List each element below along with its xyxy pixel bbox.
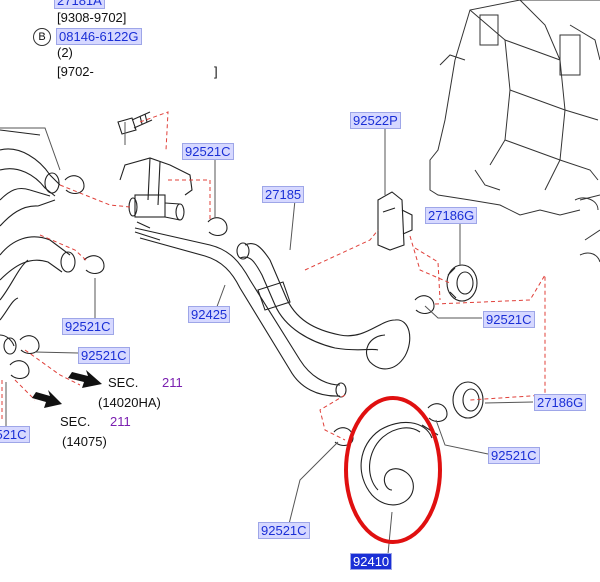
clamps [9,175,448,447]
part-label-92521C-left-edge[interactable]: 92521C [0,426,30,443]
sec-ref-2[interactable]: SEC. 211 [60,414,131,429]
bolt-part [117,111,153,135]
hose-92410-shape [360,421,439,506]
part-label-27185[interactable]: 27185 [262,186,305,203]
part-label-27186G-top[interactable]: 27186G [425,207,478,224]
sec-ref-1-prefix: SEC. [108,375,139,390]
bracket-valve [119,157,193,241]
date-range-2-close: ] [214,64,218,79]
sec-ref-2-prefix: SEC. [60,414,91,429]
sec-ref-1[interactable]: SEC. 211 [108,375,183,390]
b-quantity: (2) [57,45,73,60]
part-label-92521C-bottom[interactable]: 92521C [258,522,310,539]
date-range-2: [9702- [57,64,94,79]
connector-92522P-shape [377,191,413,251]
part-label-92521C-right-low[interactable]: 92521C [488,447,540,464]
sec-arrow-1 [68,370,102,388]
sec-arrow-2 [32,390,62,408]
sec-arrows [32,370,102,408]
sec-ref-2-number: 211 [109,414,131,429]
dashed-leaders [1,111,546,441]
grommet-top-shape [446,264,478,302]
part-label-92522P[interactable]: 92522P [350,112,401,129]
left-hose-upper [0,129,61,227]
part-label-08146-6122G[interactable]: 08146-6122G [56,28,142,45]
sec-ref-1-number: 211 [161,375,183,390]
sec-ref-1-code: (14020HA) [98,395,161,410]
part-label-92521C-a[interactable]: 92521C [182,143,234,160]
left-hose-lower [0,236,76,355]
part-label-92521C-left-low[interactable]: 92521C [78,347,130,364]
solid-leaders [0,122,534,555]
hose-27185-shape [236,242,411,370]
date-range-1: [9308-9702] [57,10,127,25]
part-label-92521C-right-mid[interactable]: 92521C [483,311,535,328]
engine-block-outline [429,0,600,263]
part-label-92521C-left-mid[interactable]: 92521C [62,318,114,335]
part-label-92410[interactable]: 92410 [350,553,393,570]
part-label-27186G-low[interactable]: 27186G [534,394,587,411]
b-marker: B [33,28,51,46]
grommet-low-shape [452,381,484,419]
part-label-27181A[interactable]: 27181A [54,0,105,9]
highlight-ring [344,396,442,544]
part-label-92425[interactable]: 92425 [188,306,231,323]
hose-92425-shape [134,227,347,398]
sec-ref-2-code: (14075) [62,434,107,449]
